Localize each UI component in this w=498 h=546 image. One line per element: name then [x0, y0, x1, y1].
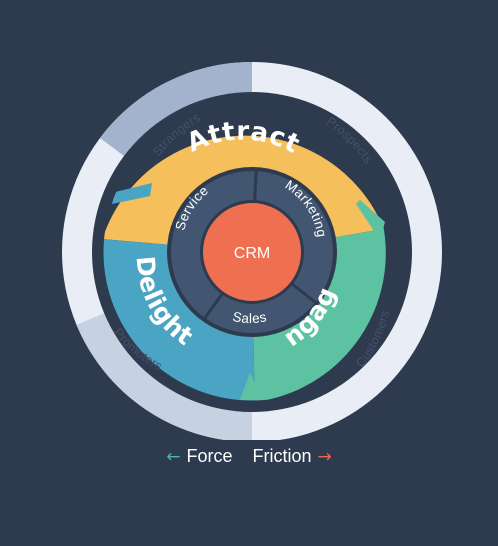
engage-tail	[240, 372, 262, 400]
force-label: Force	[186, 446, 233, 466]
friction-label: Friction	[252, 446, 312, 466]
inner-label-sales: Sales	[231, 309, 268, 326]
engage-hook	[356, 200, 385, 240]
stage-outline	[100, 100, 404, 404]
friction-arrow-icon: →	[317, 447, 332, 467]
force-arrow-icon: ←	[166, 447, 181, 467]
flywheel-graphic: CRM Strangers Prospects Customers Promot…	[0, 0, 442, 440]
crm-label: CRM	[234, 245, 270, 262]
crm-center	[203, 203, 301, 301]
delight-hook	[112, 183, 152, 204]
legend: ←Force Friction→	[0, 446, 498, 467]
